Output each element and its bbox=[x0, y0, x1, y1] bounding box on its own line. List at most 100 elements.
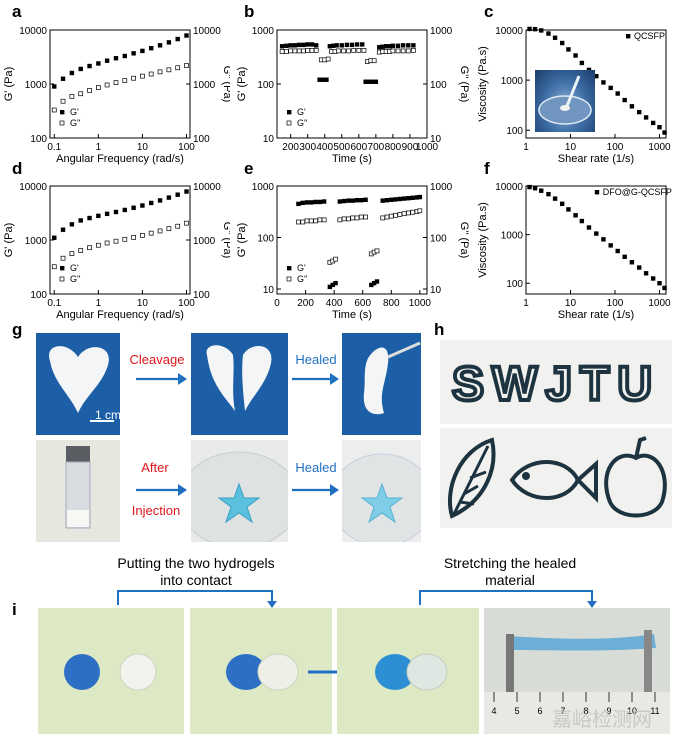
data-point bbox=[532, 26, 538, 32]
x-tick-label: 100 bbox=[607, 298, 624, 309]
y2-tick-label: 1000 bbox=[430, 182, 453, 193]
y-tick-label: 100 bbox=[257, 80, 274, 91]
data-point bbox=[579, 218, 585, 224]
legend-label: G' bbox=[297, 107, 306, 117]
h-letters-text: SWJTU bbox=[452, 358, 660, 411]
data-point bbox=[300, 200, 305, 206]
i-contact-caption-line2: into contact bbox=[160, 572, 232, 588]
data-point bbox=[579, 60, 585, 66]
data-point bbox=[166, 195, 172, 200]
data-point bbox=[157, 43, 163, 48]
data-point bbox=[337, 217, 343, 223]
data-point bbox=[157, 69, 163, 75]
syringe-inset-drawing bbox=[538, 75, 592, 125]
i-stretch-bracket bbox=[419, 590, 597, 608]
data-point bbox=[417, 194, 423, 200]
legend-label: G'' bbox=[297, 118, 308, 128]
data-point bbox=[401, 211, 407, 217]
data-point bbox=[104, 58, 110, 63]
data-point bbox=[113, 238, 119, 244]
ruler-number: 9 bbox=[606, 706, 611, 716]
data-point bbox=[131, 51, 136, 56]
y-tick-label: 1000 bbox=[25, 236, 48, 247]
data-point bbox=[566, 207, 571, 212]
y2-tick-label: 1000 bbox=[430, 26, 453, 37]
legend-label: G'' bbox=[70, 274, 81, 284]
data-point bbox=[389, 197, 394, 202]
data-point bbox=[643, 271, 649, 276]
legend-marker bbox=[59, 120, 65, 126]
x-tick-label: 1000 bbox=[648, 298, 671, 309]
g-vial-drawing bbox=[65, 446, 91, 529]
data-point bbox=[288, 43, 293, 48]
data-point bbox=[69, 222, 75, 227]
data-point bbox=[397, 212, 403, 217]
data-point bbox=[113, 209, 119, 215]
data-point bbox=[78, 248, 84, 253]
data-point bbox=[361, 47, 367, 53]
data-point bbox=[87, 88, 92, 93]
data-point bbox=[380, 198, 385, 203]
data-point bbox=[395, 48, 401, 54]
data-point bbox=[184, 189, 189, 194]
ruler-number: 6 bbox=[537, 706, 542, 716]
data-point bbox=[546, 31, 551, 36]
data-point bbox=[546, 191, 551, 197]
g-star-photo bbox=[191, 440, 288, 542]
data-point bbox=[69, 70, 75, 76]
g-star-healed-photo bbox=[342, 440, 421, 542]
legend-label: QCSFP bbox=[634, 31, 665, 41]
data-point bbox=[330, 282, 335, 288]
x-axis-label: Time (s) bbox=[332, 309, 372, 321]
data-point bbox=[615, 248, 620, 254]
data-point bbox=[317, 217, 323, 223]
g-healed-label-1: Healed bbox=[295, 352, 337, 367]
legend-label: DFO@G-QCSFP bbox=[603, 187, 672, 197]
data-point bbox=[377, 45, 382, 50]
data-point bbox=[350, 198, 355, 203]
legend-marker bbox=[59, 276, 65, 282]
data-point bbox=[380, 44, 385, 49]
data-point bbox=[349, 42, 355, 48]
g-arrow-2 bbox=[292, 373, 339, 385]
data-point bbox=[140, 48, 145, 54]
y2-axis-label: G'' (Pa) bbox=[458, 222, 470, 259]
x-axis-label: Shear rate (1/s) bbox=[558, 153, 634, 165]
data-point bbox=[309, 200, 314, 205]
data-point bbox=[304, 218, 310, 224]
x-tick-label: 10 bbox=[137, 298, 149, 309]
data-point bbox=[113, 56, 119, 61]
data-point bbox=[140, 232, 145, 238]
data-point bbox=[586, 225, 592, 230]
data-point bbox=[317, 77, 322, 82]
data-point bbox=[346, 216, 351, 222]
y-tick-label: 100 bbox=[30, 290, 47, 301]
data-point bbox=[309, 47, 315, 53]
data-point bbox=[601, 237, 606, 242]
x-tick-label: 0.1 bbox=[47, 142, 61, 153]
plot-frame bbox=[525, 29, 667, 139]
data-point bbox=[321, 217, 327, 223]
panel-label-g: g bbox=[12, 320, 23, 339]
x-tick-label: 0.1 bbox=[47, 298, 61, 309]
ruler-number: 8 bbox=[583, 706, 588, 716]
data-point bbox=[305, 47, 311, 53]
x-tick-label: 1000 bbox=[416, 142, 439, 153]
data-point bbox=[622, 97, 627, 103]
data-point bbox=[148, 46, 154, 51]
data-point bbox=[309, 42, 315, 47]
y-tick-label: 10 bbox=[263, 285, 275, 296]
y-axis-label: G' (Pa) bbox=[3, 67, 15, 102]
y2-tick-label: 1000 bbox=[193, 236, 216, 247]
i-stretch-caption-line1: Stretching the healed bbox=[443, 555, 577, 571]
y2-tick-label: 100 bbox=[193, 134, 210, 145]
legend-label: G' bbox=[297, 263, 306, 273]
data-point bbox=[60, 76, 66, 81]
y2-axis-label: G'' (Pa) bbox=[221, 66, 230, 103]
data-point bbox=[341, 216, 347, 222]
y-tick-label: 10 bbox=[263, 134, 275, 145]
data-point bbox=[122, 78, 128, 83]
i-contact-caption-line1: Putting the two hydrogels bbox=[117, 555, 275, 571]
plot-frame bbox=[276, 185, 428, 295]
